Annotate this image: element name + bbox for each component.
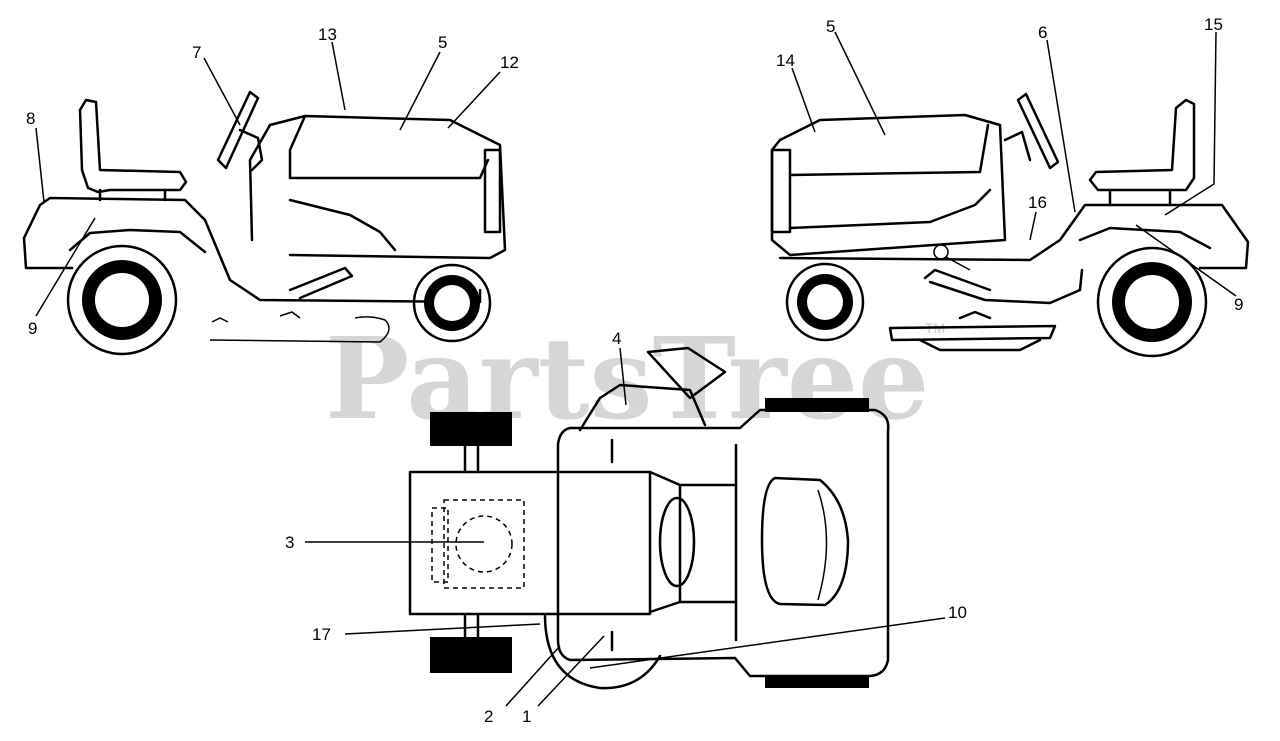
tractor-right-side-view: [770, 92, 1250, 358]
callout-5-right: 5: [826, 17, 835, 36]
callout-9-left: 9: [28, 319, 37, 338]
callout-3: 3: [285, 533, 294, 552]
callout-1: 1: [522, 707, 531, 726]
callout-9-right: 9: [1234, 295, 1243, 314]
callout-2: 2: [484, 707, 493, 726]
callout-17: 17: [312, 625, 331, 644]
watermark-text: PartsTree: [325, 314, 929, 445]
callout-15: 15: [1204, 15, 1223, 34]
callout-14: 14: [776, 51, 795, 70]
tractor-left-side-view: [22, 90, 507, 356]
callout-5-left: 5: [438, 33, 447, 52]
callout-8: 8: [26, 109, 35, 128]
tractor-top-view: [408, 346, 890, 690]
callout-12: 12: [500, 53, 519, 72]
callout-16: 16: [1028, 193, 1047, 212]
callout-numbers: 7 8 9 13 5 12 14 5 6 15 16 9 4 3 17 2 1 …: [26, 15, 1243, 726]
callout-10: 10: [948, 603, 967, 622]
callout-6: 6: [1038, 23, 1047, 42]
callout-13: 13: [318, 25, 337, 44]
leader-lines: [35, 31, 1237, 707]
callout-4: 4: [612, 329, 621, 348]
callout-7: 7: [192, 43, 201, 62]
